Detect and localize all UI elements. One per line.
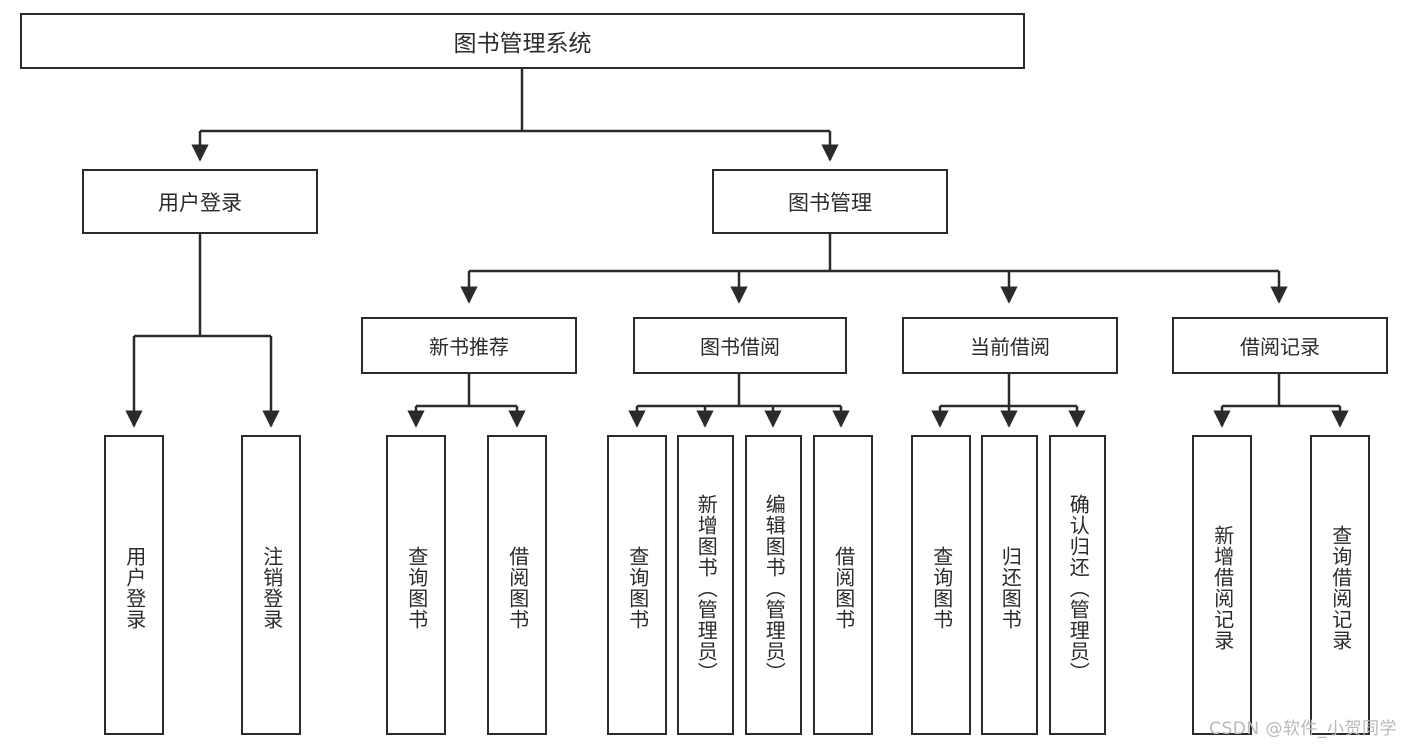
node-leaf-query-book-2-label: 查询图书 [625, 546, 650, 630]
node-leaf-query-book-3[interactable]: 查询图书 [911, 435, 971, 735]
node-leaf-add-record-label: 新增借阅记录 [1210, 525, 1235, 651]
node-leaf-borrow-book-1[interactable]: 借阅图书 [487, 435, 547, 735]
node-leaf-user-login[interactable]: 用户登录 [104, 435, 164, 735]
node-new-book-recommend[interactable]: 新书推荐 [361, 317, 577, 374]
node-leaf-add-book[interactable]: 新增图书（管理员） [677, 435, 734, 735]
node-book-borrow[interactable]: 图书借阅 [633, 317, 847, 374]
node-leaf-query-book-1-label: 查询图书 [404, 546, 429, 630]
node-book-borrow-label: 图书借阅 [700, 335, 780, 359]
node-book-management[interactable]: 图书管理 [712, 169, 948, 234]
node-leaf-return-book-label: 归还图书 [998, 546, 1023, 630]
node-leaf-query-record-label: 查询借阅记录 [1328, 525, 1353, 651]
node-borrow-record[interactable]: 借阅记录 [1172, 317, 1388, 374]
node-root[interactable]: 图书管理系统 [20, 13, 1025, 69]
node-leaf-query-book-2[interactable]: 查询图书 [607, 435, 667, 735]
node-leaf-add-book-label: 新增图书（管理员） [694, 493, 719, 683]
node-leaf-return-book[interactable]: 归还图书 [981, 435, 1038, 735]
node-leaf-edit-book-label: 编辑图书（管理员） [762, 493, 787, 683]
node-leaf-logout-login-label: 注销登录 [259, 546, 284, 630]
node-current-borrow-label: 当前借阅 [970, 335, 1050, 359]
node-leaf-add-record[interactable]: 新增借阅记录 [1192, 435, 1252, 735]
node-book-management-label: 图书管理 [788, 190, 872, 215]
node-leaf-user-login-label: 用户登录 [122, 546, 147, 630]
node-new-book-recommend-label: 新书推荐 [429, 335, 509, 359]
node-leaf-borrow-book-2[interactable]: 借阅图书 [813, 435, 873, 735]
node-leaf-query-book-1[interactable]: 查询图书 [386, 435, 446, 735]
node-leaf-query-book-3-label: 查询图书 [929, 546, 954, 630]
node-current-borrow[interactable]: 当前借阅 [902, 317, 1118, 374]
node-leaf-logout-login[interactable]: 注销登录 [241, 435, 301, 735]
node-user-login[interactable]: 用户登录 [82, 169, 318, 234]
node-leaf-borrow-book-2-label: 借阅图书 [831, 546, 856, 630]
node-leaf-query-record[interactable]: 查询借阅记录 [1310, 435, 1370, 735]
node-root-label: 图书管理系统 [453, 31, 592, 57]
node-leaf-edit-book[interactable]: 编辑图书（管理员） [745, 435, 802, 735]
node-leaf-confirm-return-label: 确认归还（管理员） [1066, 493, 1091, 683]
node-user-login-label: 用户登录 [158, 190, 242, 215]
node-leaf-borrow-book-1-label: 借阅图书 [505, 546, 530, 630]
node-leaf-confirm-return[interactable]: 确认归还（管理员） [1049, 435, 1106, 735]
node-borrow-record-label: 借阅记录 [1240, 335, 1320, 359]
watermark: CSDN @软件_小贺同学 [1209, 719, 1397, 739]
